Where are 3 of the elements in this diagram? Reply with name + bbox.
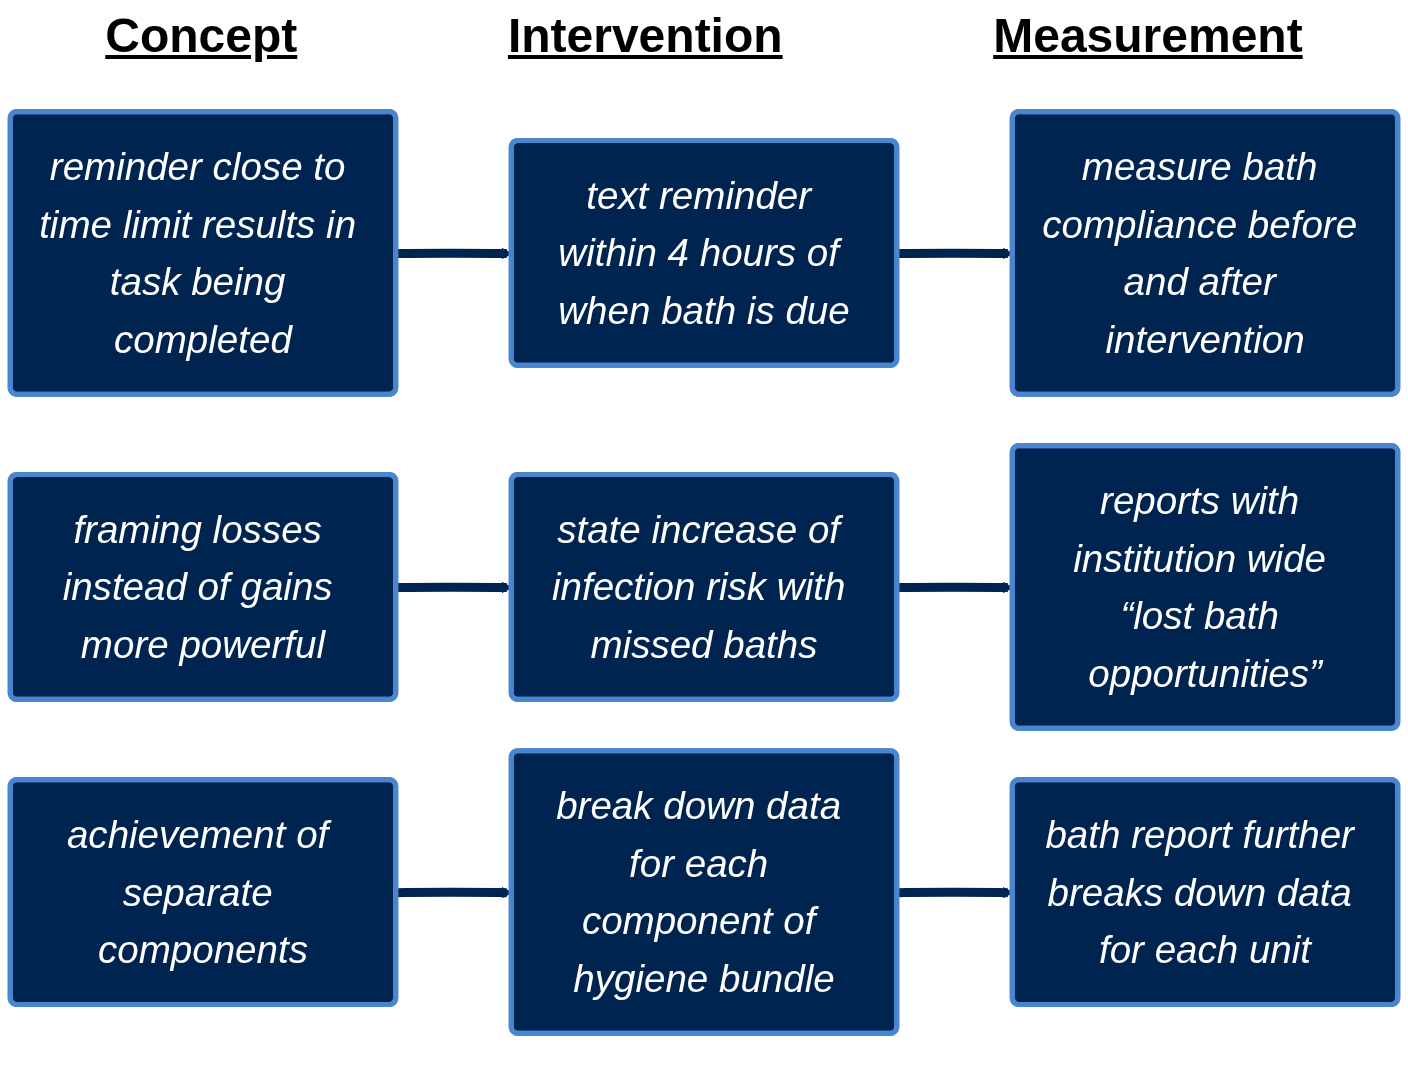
column-heading: Intervention [507, 7, 783, 63]
column-heading: Measurement [993, 7, 1303, 63]
column-heading: Concept [105, 7, 298, 63]
